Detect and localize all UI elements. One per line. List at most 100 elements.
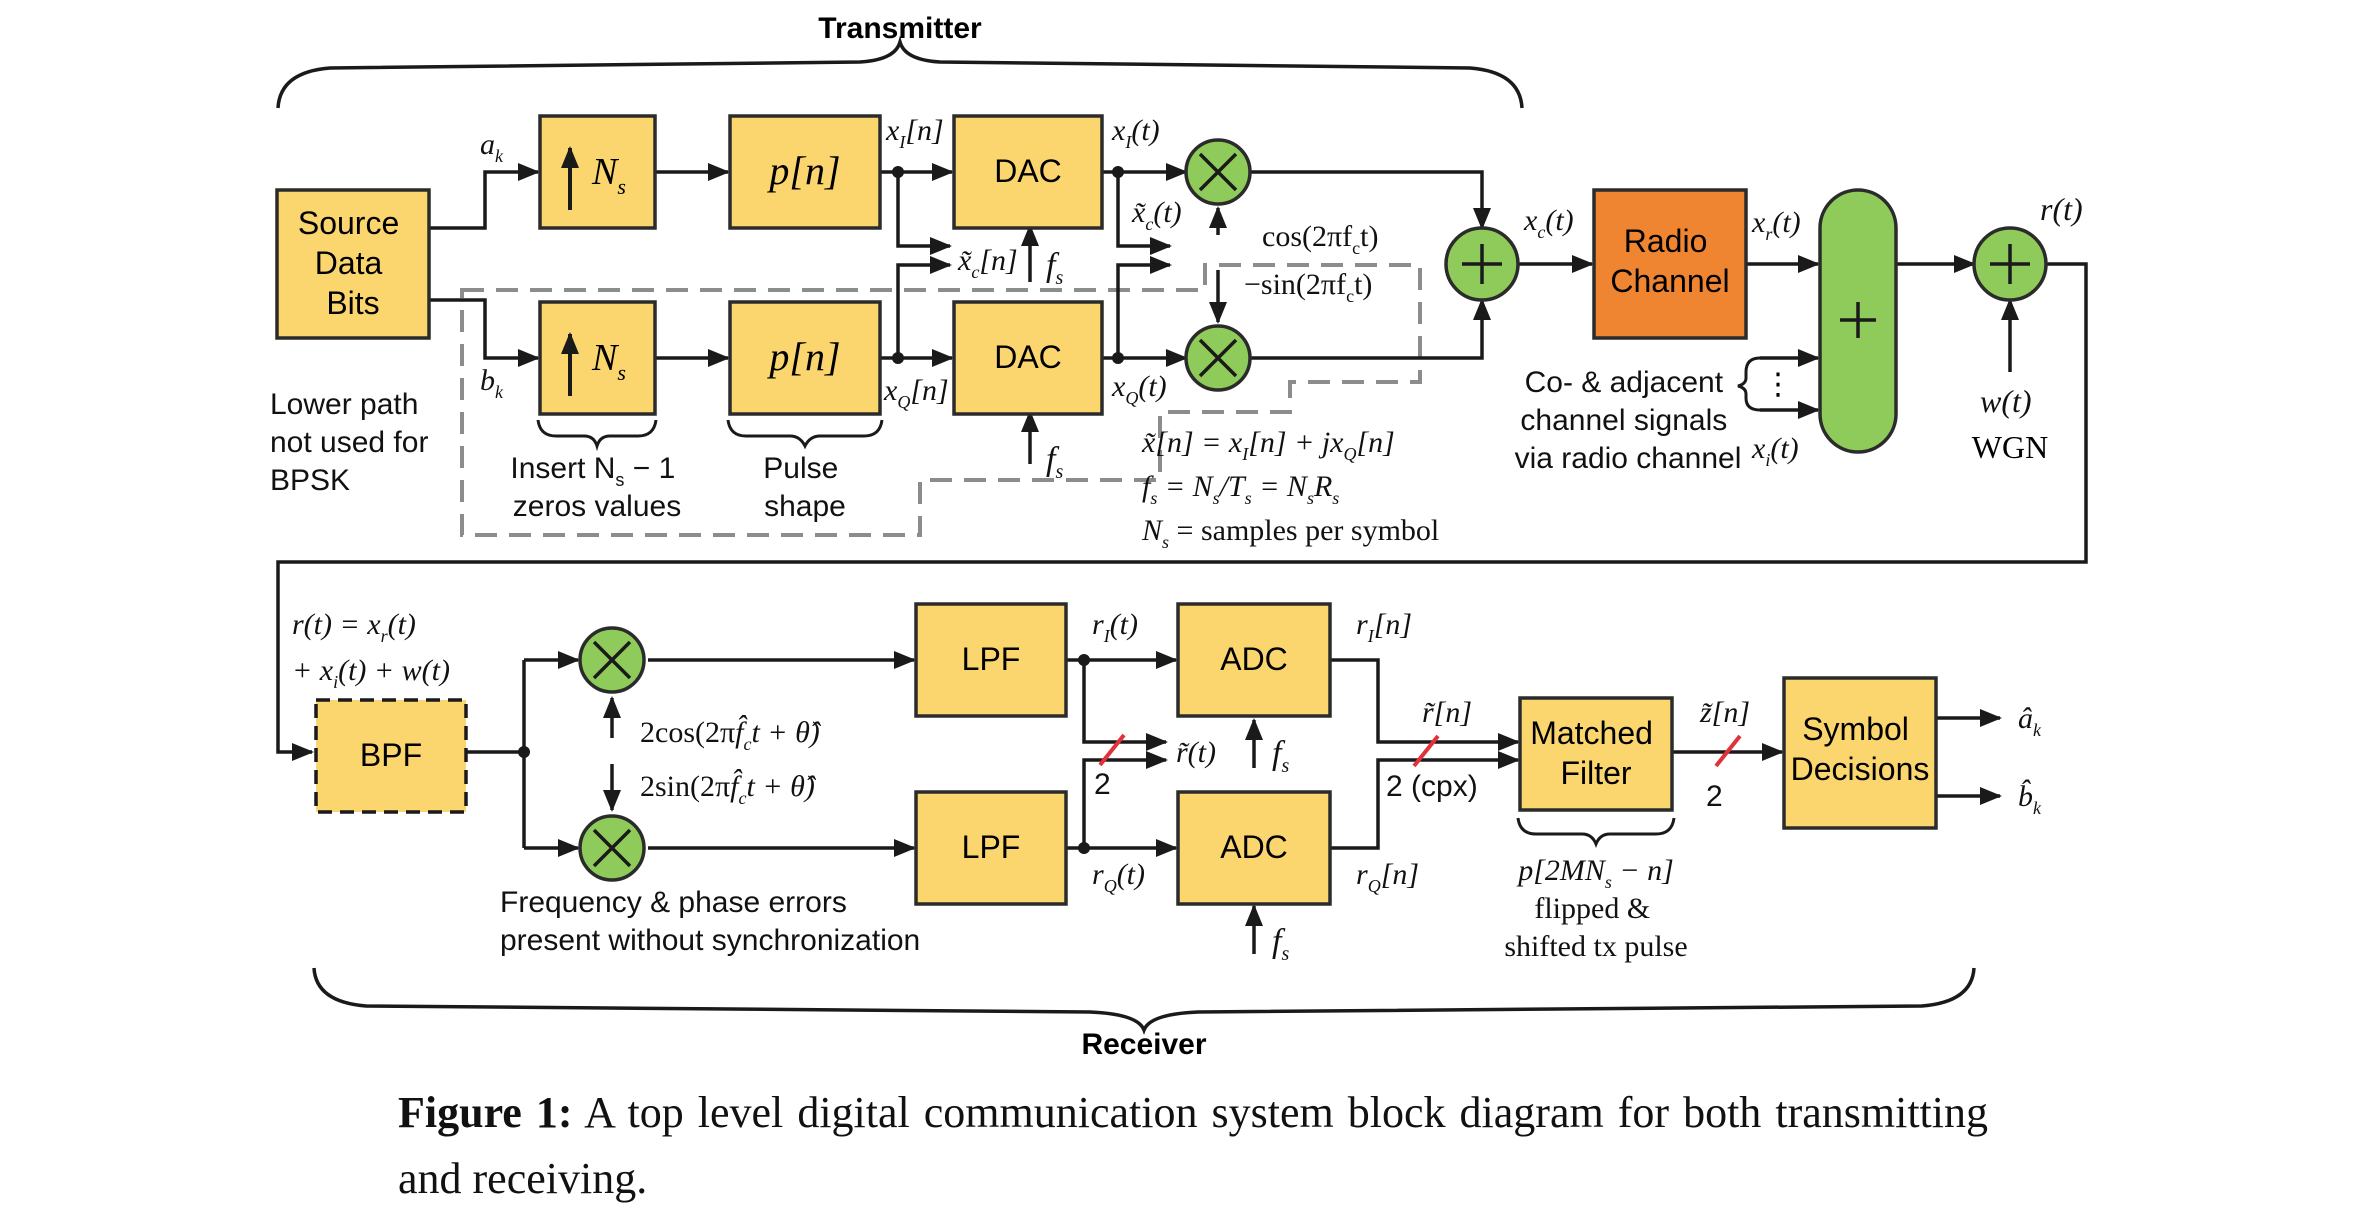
cochannel-ellipsis: ⋮ — [1763, 368, 1793, 401]
label-wt: w(t) — [1980, 383, 2032, 419]
cochannel-note: Co- & adjacent channel signals via radio… — [1515, 366, 1742, 475]
width-label-2-cpx: 2 (cpx) — [1386, 770, 1478, 803]
svg-text:DAC: DAC — [994, 339, 1062, 375]
svg-text:DAC: DAC — [994, 153, 1062, 189]
tx-summer — [1444, 226, 1520, 302]
insert-zeros-note: Insert Ns − 1 zeros values — [510, 452, 683, 523]
label-rQ-t: rQ(t) — [1092, 858, 1145, 896]
plus-icon — [1462, 244, 1502, 284]
label-xc-sum: xc(t) — [1523, 204, 1574, 242]
insert-zeros-brace — [536, 419, 658, 452]
plus-icon — [1990, 244, 2030, 284]
svg-text:ADC: ADC — [1220, 829, 1288, 865]
noise-summer — [1972, 226, 2048, 302]
label-p-flip: p[2MNs − n] — [1516, 854, 1674, 892]
receiver-brace — [312, 967, 1976, 1035]
pulse-shape-note: Pulse shape — [763, 452, 846, 523]
label-rQ-n: rQ[n] — [1356, 858, 1419, 896]
label-sin-carrier: −sin(2πfct) — [1244, 268, 1372, 306]
svg-text:Ns: Ns — [591, 337, 626, 385]
label-xI-n: xI[n] — [885, 114, 944, 152]
rx-mixer-q — [578, 814, 646, 882]
eq-samples-per-symbol: Ns = samples per symbol — [1141, 514, 1439, 552]
bpf-block: BPF — [314, 698, 468, 814]
pulse-shape-i-block: p[n] — [728, 114, 882, 230]
multiply-icon — [592, 640, 632, 680]
label-xc-t: x̃c(t) — [1131, 196, 1182, 234]
label-xi: xi(t) — [1751, 432, 1799, 470]
source-line-2: Data — [315, 245, 383, 281]
symbol-decisions-block: Symbol Decisions — [1782, 676, 1938, 830]
label-ak: ak — [480, 128, 504, 166]
lpf-i-block: LPF — [914, 602, 1068, 718]
svg-text:Radio Channel: Radio Channel — [1610, 223, 1729, 299]
label-cos-carrier: cos(2πfct) — [1262, 220, 1378, 258]
label-r-tilde-n: r̃[n] — [1422, 696, 1472, 729]
label-fs-adc-i: fs — [1272, 735, 1289, 777]
label-bk: bk — [480, 364, 504, 402]
multiply-icon — [1198, 152, 1238, 192]
multiply-icon — [1198, 338, 1238, 378]
eq-complex-baseband: x̃[n] = xI[n] + jxQ[n] — [1141, 426, 1395, 464]
flipped-note: flipped & shifted tx pulse — [1504, 892, 1687, 963]
svg-text:p[n]: p[n] — [766, 148, 840, 193]
label-rt-out: r(t) — [2040, 191, 2083, 227]
radio-channel-block: Radio Channel — [1592, 188, 1748, 340]
svg-text:p[n]: p[n] — [766, 334, 840, 379]
label-rI-n: rI[n] — [1356, 608, 1412, 646]
matched-filter-block: Matched Filter — [1518, 696, 1674, 812]
label-xQ-t: xQ(t) — [1111, 370, 1167, 408]
sync-note: Frequency & phase errors present without… — [500, 886, 920, 957]
channel-summer-pill — [1818, 188, 1898, 454]
label-fs-dac-i: fs — [1046, 247, 1063, 289]
label-cos-rx: 2cos(2πf̂ct + θ̂) — [640, 715, 822, 754]
lower-path-note: Lower path not used for BPSK — [270, 388, 437, 497]
label-xQ-n: xQ[n] — [883, 374, 949, 412]
source-data-bits-block: Source Data Bits — [275, 188, 431, 340]
lpf-q-block: LPF — [914, 790, 1068, 906]
label-fs-dac-q: fs — [1046, 441, 1063, 483]
label-xc-n: x̃c[n] — [957, 244, 1018, 282]
tx-junctions — [892, 166, 1124, 364]
dac-i-block: DAC — [952, 114, 1104, 230]
tx-mixer-i — [1184, 138, 1252, 206]
adc-i-block: ADC — [1176, 602, 1332, 718]
label-xr: xr(t) — [1751, 206, 1801, 244]
label-fs-adc-q: fs — [1272, 923, 1289, 965]
source-line-3: Bits — [326, 285, 379, 321]
rx-mixer-i — [578, 626, 646, 694]
multiply-icon — [592, 828, 632, 868]
width-label-2-z: 2 — [1706, 780, 1723, 813]
matched-filter-brace — [1516, 817, 1676, 849]
tx-mixer-q — [1184, 324, 1252, 392]
svg-text:Matched Filter: Matched Filter — [1530, 715, 1662, 791]
label-xI-t: xI(t) — [1111, 114, 1160, 152]
transmitter-brace — [276, 35, 1524, 109]
lower-path-dashed-outline — [460, 263, 1422, 537]
pulse-shape-q-block: p[n] — [728, 300, 882, 416]
source-line-1: Source — [298, 205, 399, 241]
svg-text:LPF: LPF — [962, 829, 1021, 865]
label-b-hat: b̂k — [2018, 779, 2042, 818]
cochannel-brace — [1737, 356, 1761, 412]
svg-text:LPF: LPF — [962, 641, 1021, 677]
svg-text:Ns: Ns — [591, 151, 626, 199]
figure-label: Figure 1: — [398, 1088, 573, 1137]
receiver-label: Receiver — [1081, 1028, 1206, 1061]
bus-width-slashes — [1098, 733, 1742, 768]
label-rt-eq-2: + xi(t) + w(t) — [292, 654, 450, 692]
figure-caption: Figure 1: A top level digital communicat… — [398, 1080, 1988, 1212]
label-rt-eq-1: r(t) = xr(t) — [292, 608, 416, 646]
rx-junctions — [518, 654, 1090, 854]
label-r-tilde-t: r̃(t) — [1176, 736, 1216, 769]
pulse-shape-brace — [726, 419, 884, 450]
wgn-label: WGN — [1972, 429, 2048, 465]
upsampler-i-block: Ns — [538, 114, 657, 230]
transmitter-label: Transmitter — [818, 12, 982, 45]
adc-q-block: ADC — [1176, 790, 1332, 906]
svg-text:ADC: ADC — [1220, 641, 1288, 677]
svg-text:Source Data Bits: Source Data Bits — [298, 205, 408, 321]
label-a-hat: âk — [2018, 702, 2042, 740]
plus-icon — [1840, 302, 1876, 338]
